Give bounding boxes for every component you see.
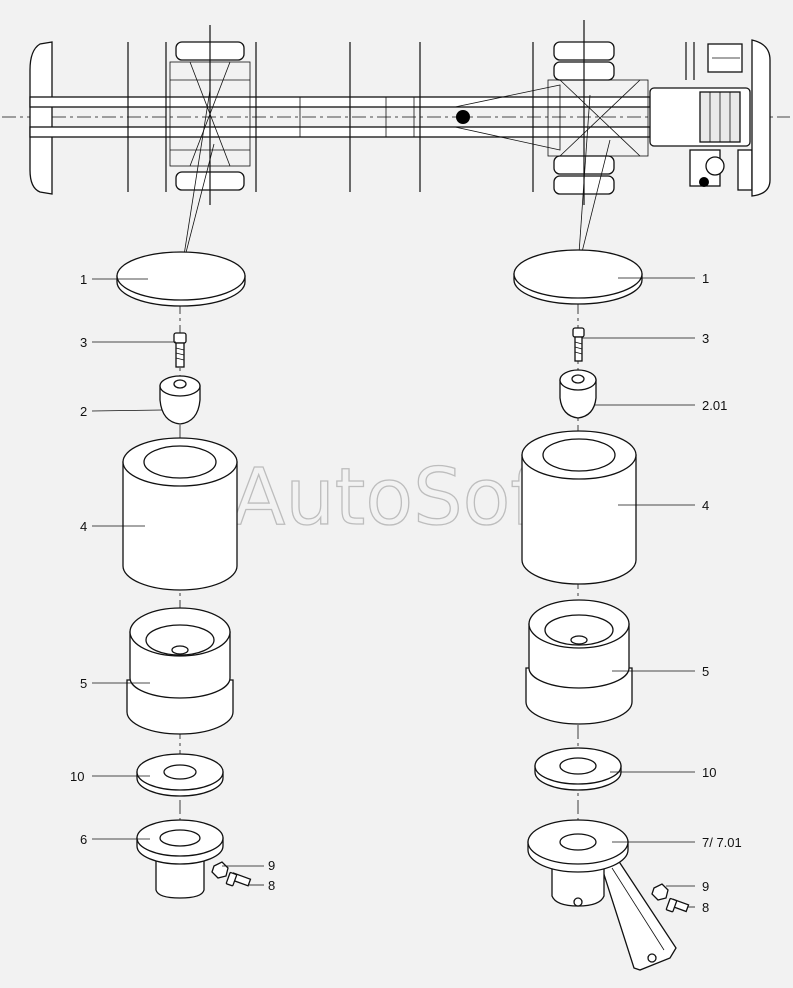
left-bumpstop-part xyxy=(159,375,201,425)
callout-left-6: 6 xyxy=(80,832,87,847)
callout-left-4: 4 xyxy=(80,519,87,534)
callout-left-5: 5 xyxy=(80,676,87,691)
left-disc-part xyxy=(116,251,246,307)
callout-right-8: 8 xyxy=(702,900,709,915)
callout-left-10: 10 xyxy=(70,769,84,784)
pivot-point-icon xyxy=(456,110,470,124)
callout-right-10: 10 xyxy=(702,765,716,780)
callout-left-1: 1 xyxy=(80,272,87,287)
callout-left-8: 8 xyxy=(268,878,275,893)
watermark-text: AutoSoft xyxy=(232,453,567,543)
right-assembly xyxy=(513,249,695,971)
callout-right-1: 1 xyxy=(702,271,709,286)
left-washer-part xyxy=(136,753,224,797)
left-bellows-part xyxy=(126,607,234,735)
callout-right-9: 9 xyxy=(702,879,709,894)
right-disc-part xyxy=(513,249,643,305)
callout-left-2: 2 xyxy=(80,404,87,419)
left-mount-part xyxy=(136,819,224,899)
callout-left-3: 3 xyxy=(80,335,87,350)
right-bracket-mount-part xyxy=(527,819,677,971)
right-nut-bolt-part xyxy=(651,883,690,913)
left-bolt-part xyxy=(173,332,187,368)
right-cylinder-part xyxy=(521,430,637,585)
right-bolt-part xyxy=(572,327,585,362)
callout-right-7-7-01: 7/ 7.01 xyxy=(702,835,742,850)
right-bellows-part xyxy=(525,599,633,725)
callout-left-9: 9 xyxy=(268,858,275,873)
left-assembly xyxy=(91,251,264,899)
callout-right-3: 3 xyxy=(702,331,709,346)
right-callouts: 1 3 2.01 4 5 10 7/ 7.01 9 8 xyxy=(702,271,742,915)
right-washer-part xyxy=(534,747,622,791)
left-nut-bolt-part xyxy=(211,861,252,887)
callout-right-2-01: 2.01 xyxy=(702,398,727,413)
callout-right-4: 4 xyxy=(702,498,709,513)
callout-right-5: 5 xyxy=(702,664,709,679)
right-bumpstop-part xyxy=(559,369,597,419)
left-callouts: 1 3 2 4 5 10 6 9 8 xyxy=(70,272,275,893)
chassis-top-view xyxy=(2,20,790,269)
left-cylinder-part xyxy=(122,437,238,591)
